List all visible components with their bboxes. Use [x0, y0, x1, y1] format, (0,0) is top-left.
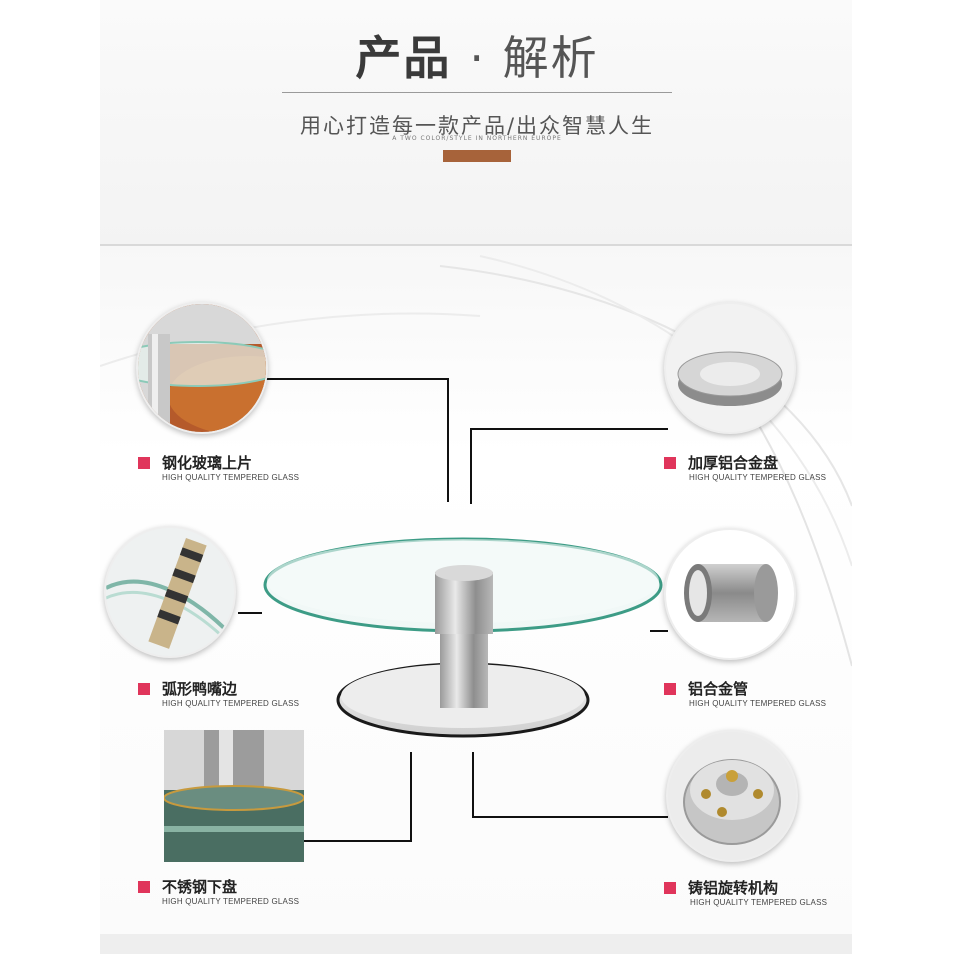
feature-label-text: 弧形鸭嘴边: [162, 680, 238, 698]
steel-base-photo: [164, 730, 304, 862]
curved-edge-icon: [106, 528, 234, 656]
connector-line: [472, 752, 474, 818]
title-bold: 产品: [355, 31, 452, 85]
feature-label-text: 钢化玻璃上片: [162, 454, 253, 472]
feature-sublabel: HIGH QUALITY TEMPERED GLASS: [162, 897, 300, 906]
section-divider: [100, 244, 852, 246]
connector-line: [447, 378, 449, 502]
aluminum-disc-photo: [664, 302, 796, 434]
feature-label-text: 加厚铝合金盘: [688, 454, 779, 472]
connector-line: [470, 428, 472, 504]
feature-label-glass: 钢化玻璃上片: [138, 452, 252, 473]
rotation-mechanism-icon: [683, 759, 781, 845]
page-subtitle: 用心打造每一款产品/出众智慧人生: [299, 114, 655, 138]
red-square-marker: [664, 457, 676, 469]
connector-line: [238, 612, 262, 614]
feature-label-disc: 加厚铝合金盘: [664, 452, 778, 473]
connector-line: [410, 752, 412, 842]
red-square-marker: [138, 881, 150, 893]
feature-sublabel: HIGH QUALITY TEMPERED GLASS: [689, 699, 827, 708]
red-square-marker: [138, 457, 150, 469]
page-subtitle-small: A TWO COLOR/STYLE IN NORTHERN EUROPE: [392, 135, 562, 142]
feature-sublabel: HIGH QUALITY TEMPERED GLASS: [690, 898, 828, 907]
feature-label-edge: 弧形鸭嘴边: [138, 678, 237, 699]
feature-label-base: 不锈钢下盘: [138, 876, 237, 897]
feature-sublabel: HIGH QUALITY TEMPERED GLASS: [689, 473, 827, 482]
connector-line: [472, 816, 668, 818]
feature-label-text: 不锈钢下盘: [162, 878, 238, 896]
feature-label-text: 铝合金管: [688, 680, 749, 698]
connector-line: [470, 428, 668, 430]
feature-label-tube: 铝合金管: [664, 678, 748, 699]
feature-label-text: 铸铝旋转机构: [688, 879, 779, 897]
glass-edge-photo: [136, 302, 268, 434]
aluminum-disc-icon: [677, 351, 783, 406]
left-margin: [0, 0, 100, 954]
steel-base-icon: [164, 730, 304, 862]
lazy-susan-illustration: [263, 537, 663, 738]
connector-line: [304, 840, 412, 842]
aluminum-tube-photo: [664, 528, 796, 660]
rotation-mechanism-photo: [666, 730, 798, 862]
title-light: · 解析: [469, 31, 599, 85]
accent-bar: [443, 150, 511, 162]
connector-line: [266, 378, 448, 380]
feature-label-mechanism: 铸铝旋转机构: [664, 877, 778, 898]
glass-edge-icon: [138, 304, 266, 432]
right-margin: [852, 0, 954, 954]
connector-line: [650, 630, 668, 632]
header-panel: [100, 0, 852, 244]
feature-sublabel: HIGH QUALITY TEMPERED GLASS: [162, 699, 300, 708]
red-square-marker: [664, 882, 676, 894]
red-square-marker: [138, 683, 150, 695]
curved-edge-photo: [104, 526, 236, 658]
page-title: 产品 · 解析: [0, 22, 954, 88]
feature-sublabel: HIGH QUALITY TEMPERED GLASS: [162, 473, 300, 482]
aluminum-tube-icon: [684, 564, 778, 622]
title-rule: [282, 92, 672, 93]
red-square-marker: [664, 683, 676, 695]
bottom-edge: [100, 934, 852, 954]
